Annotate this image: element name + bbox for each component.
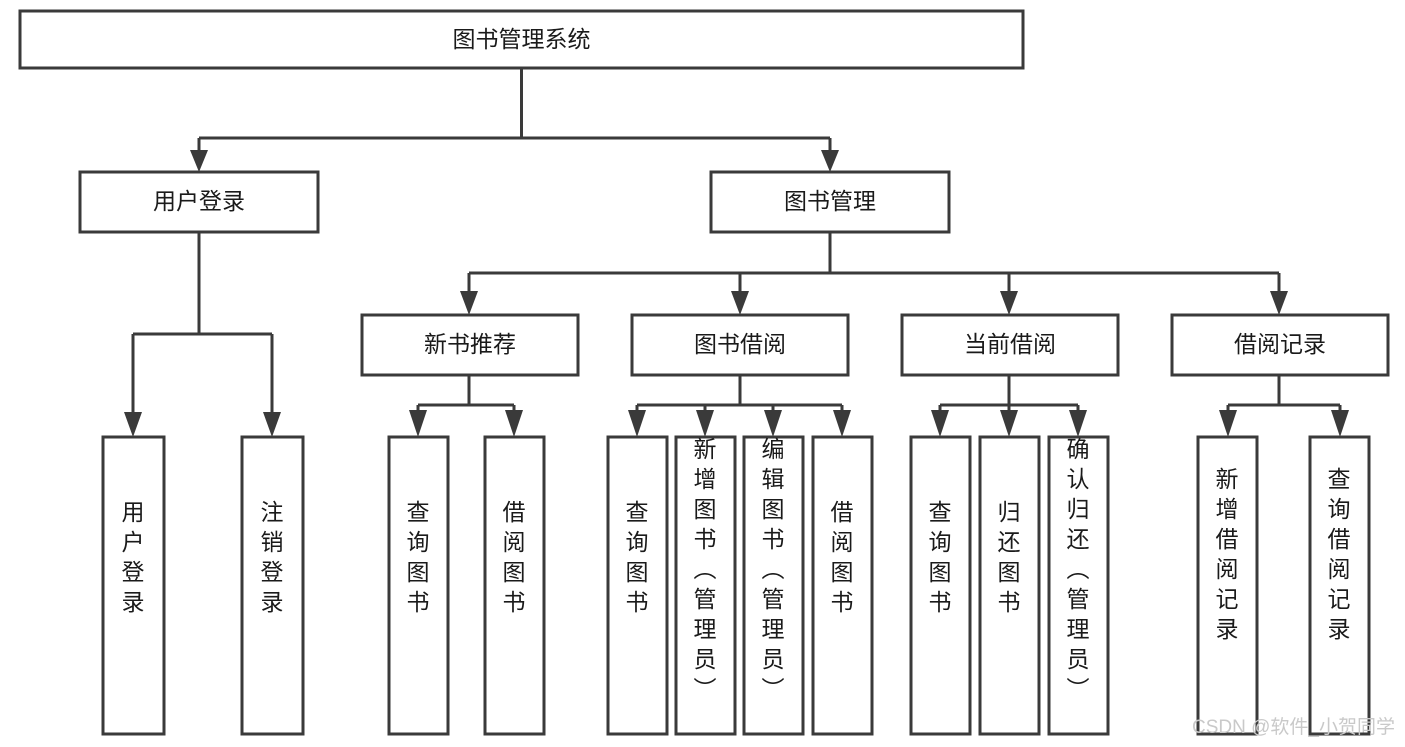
node-leaf-confirm-return-box[interactable] bbox=[1047, 435, 1110, 736]
node-current-borrow[interactable]: 当前借阅 bbox=[900, 313, 1120, 377]
node-leaf-user-login[interactable]: 用户登录 bbox=[101, 435, 166, 736]
node-leaf-borrow-book-1[interactable]: 借阅图书 bbox=[483, 435, 546, 736]
node-leaf-query-record-box[interactable] bbox=[1308, 435, 1371, 736]
arrow-head-leaf-query-book-3 bbox=[931, 410, 949, 437]
node-leaf-confirm-return-label: 确认归还︵管理员︶ bbox=[1067, 436, 1090, 702]
node-user-login-box[interactable] bbox=[78, 170, 320, 234]
node-leaf-query-record-label: 查询借阅记录 bbox=[1328, 466, 1351, 642]
node-leaf-query-book-2-box[interactable] bbox=[606, 435, 669, 736]
node-leaf-borrow-book-2-label: 借阅图书 bbox=[831, 499, 854, 615]
arrow-head-leaf-query-book-2 bbox=[628, 410, 646, 437]
node-book-management[interactable]: 图书管理 bbox=[709, 170, 951, 234]
node-current-borrow-label: 当前借阅 bbox=[964, 331, 1056, 357]
node-leaf-add-book-box[interactable] bbox=[674, 435, 737, 736]
arrow-head-new-book-recommend bbox=[460, 291, 478, 315]
node-user-login[interactable]: 用户登录 bbox=[78, 170, 320, 234]
node-book-borrow[interactable]: 图书借阅 bbox=[630, 313, 850, 377]
node-leaf-logout-box[interactable] bbox=[240, 435, 305, 736]
node-user-login-label: 用户登录 bbox=[153, 188, 245, 214]
node-leaf-query-book-3-label: 查询图书 bbox=[929, 499, 952, 615]
arrow-head-leaf-confirm-return bbox=[1069, 410, 1087, 437]
node-leaf-add-record[interactable]: 新增借阅记录 bbox=[1196, 435, 1259, 736]
node-leaf-return-book[interactable]: 归还图书 bbox=[978, 435, 1041, 736]
node-leaf-confirm-return[interactable]: 确认归还︵管理员︶ bbox=[1047, 435, 1110, 736]
node-new-book-recommend[interactable]: 新书推荐 bbox=[360, 313, 580, 377]
node-leaf-add-record-label: 新增借阅记录 bbox=[1216, 466, 1239, 642]
node-borrow-record-label: 借阅记录 bbox=[1234, 331, 1326, 357]
node-leaf-query-book-1-label: 查询图书 bbox=[407, 499, 430, 615]
arrow-head-leaf-edit-book bbox=[764, 410, 782, 437]
node-root-label: 图书管理系统 bbox=[453, 26, 591, 52]
node-borrow-record-box[interactable] bbox=[1170, 313, 1390, 377]
node-leaf-user-login-label: 用户登录 bbox=[122, 499, 145, 615]
node-current-borrow-box[interactable] bbox=[900, 313, 1120, 377]
node-new-book-recommend-box[interactable] bbox=[360, 313, 580, 377]
node-leaf-user-login-box[interactable] bbox=[101, 435, 166, 736]
node-leaf-logout-label: 注销登录 bbox=[261, 499, 284, 615]
connector-layer bbox=[124, 68, 1349, 437]
node-leaf-edit-book-box[interactable] bbox=[742, 435, 805, 736]
arrow-head-leaf-borrow-book-2 bbox=[833, 410, 851, 437]
node-leaf-query-book-2-label: 查询图书 bbox=[626, 499, 649, 615]
node-leaf-query-book-3-box[interactable] bbox=[909, 435, 972, 736]
node-leaf-add-book[interactable]: 新增图书︵管理员︶ bbox=[674, 435, 737, 736]
node-leaf-query-book-3[interactable]: 查询图书 bbox=[909, 435, 972, 736]
node-leaf-borrow-book-1-box[interactable] bbox=[483, 435, 546, 736]
arrow-head-leaf-borrow-book-1 bbox=[505, 410, 523, 437]
node-leaf-query-book-1[interactable]: 查询图书 bbox=[387, 435, 450, 736]
node-book-borrow-label: 图书借阅 bbox=[694, 331, 786, 357]
arrow-head-book-management bbox=[821, 150, 839, 172]
node-leaf-edit-book[interactable]: 编辑图书︵管理员︶ bbox=[742, 435, 805, 736]
node-book-management-box[interactable] bbox=[709, 170, 951, 234]
node-leaf-add-record-box[interactable] bbox=[1196, 435, 1259, 736]
arrow-head-current-borrow bbox=[1000, 291, 1018, 315]
node-leaf-return-book-box[interactable] bbox=[978, 435, 1041, 736]
node-book-borrow-box[interactable] bbox=[630, 313, 850, 377]
arrow-head-leaf-add-record bbox=[1219, 410, 1237, 437]
node-leaf-logout[interactable]: 注销登录 bbox=[240, 435, 305, 736]
node-leaf-add-book-label: 新增图书︵管理员︶ bbox=[694, 436, 717, 702]
node-borrow-record[interactable]: 借阅记录 bbox=[1170, 313, 1390, 377]
node-new-book-recommend-label: 新书推荐 bbox=[424, 331, 516, 357]
arrow-head-leaf-user-login bbox=[124, 412, 142, 437]
node-leaf-borrow-book-2[interactable]: 借阅图书 bbox=[811, 435, 874, 736]
node-leaf-borrow-book-2-box[interactable] bbox=[811, 435, 874, 736]
node-leaf-query-book-2[interactable]: 查询图书 bbox=[606, 435, 669, 736]
csdn-watermark: CSDN @软件_小贺同学 bbox=[1192, 716, 1395, 738]
arrow-head-leaf-add-book bbox=[696, 410, 714, 437]
arrow-head-borrow-record bbox=[1270, 291, 1288, 315]
arrow-head-user-login bbox=[190, 150, 208, 172]
arrow-head-leaf-return-book bbox=[1000, 410, 1018, 437]
node-book-management-label: 图书管理 bbox=[784, 188, 876, 214]
node-leaf-query-record[interactable]: 查询借阅记录 bbox=[1308, 435, 1371, 736]
arrow-head-leaf-logout bbox=[263, 412, 281, 437]
arrow-head-leaf-query-record bbox=[1331, 410, 1349, 437]
node-leaf-return-book-label: 归还图书 bbox=[998, 499, 1021, 615]
arrow-head-book-borrow bbox=[731, 291, 749, 315]
node-leaf-query-book-1-box[interactable] bbox=[387, 435, 450, 736]
node-leaf-edit-book-label: 编辑图书︵管理员︶ bbox=[762, 436, 785, 702]
node-root-box[interactable] bbox=[18, 9, 1025, 70]
node-leaf-borrow-book-1-label: 借阅图书 bbox=[503, 499, 526, 615]
node-root[interactable]: 图书管理系统 bbox=[18, 9, 1025, 70]
arrow-head-leaf-query-book-1 bbox=[409, 410, 427, 437]
